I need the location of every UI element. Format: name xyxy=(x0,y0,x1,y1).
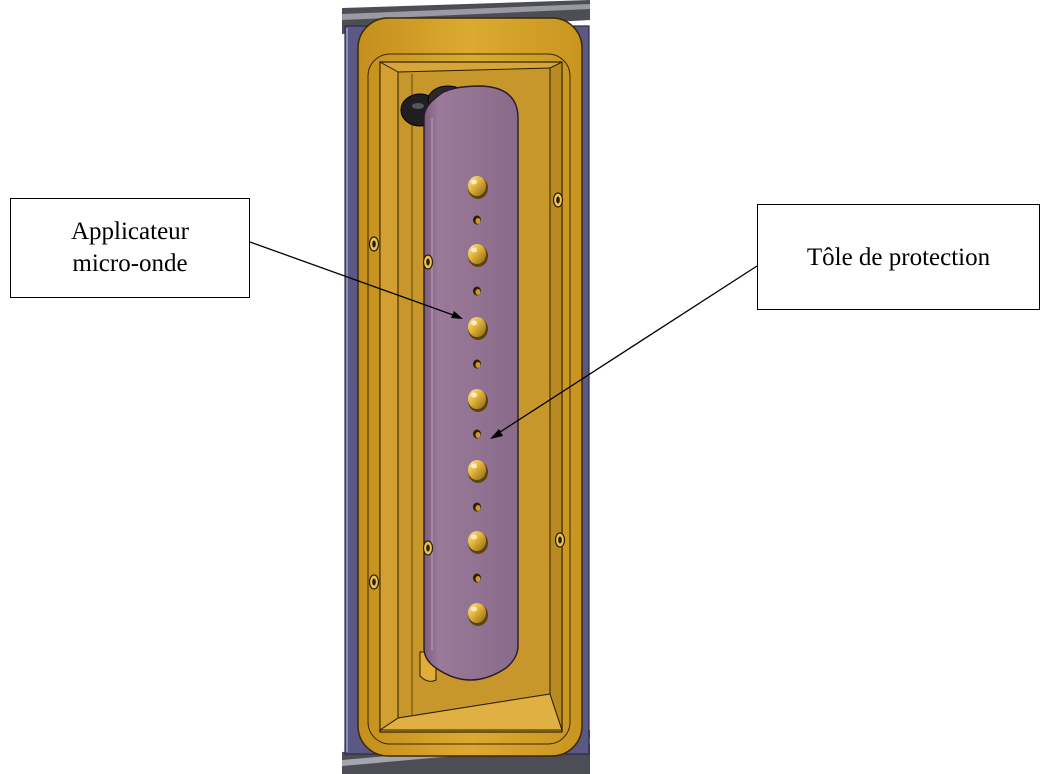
callout-applicator: Applicateur micro-onde xyxy=(10,198,250,298)
hole xyxy=(473,286,481,296)
bolt xyxy=(468,176,488,199)
hole xyxy=(473,502,481,512)
bolt xyxy=(468,317,488,340)
applicator-holes xyxy=(473,215,481,583)
hole xyxy=(473,573,481,583)
applicator-bolts xyxy=(468,176,488,626)
bolt xyxy=(468,531,488,554)
bolt xyxy=(468,460,488,483)
callout-protection-sheet-label: Tôle de protection xyxy=(806,244,991,271)
callout-applicator-line1: Applicateur xyxy=(70,218,189,245)
frame-screws xyxy=(368,192,566,590)
frame-screw xyxy=(368,574,380,590)
leader-applicateur xyxy=(249,241,463,319)
hole xyxy=(473,215,481,225)
frame-screw xyxy=(552,192,564,208)
leader-tole xyxy=(490,265,758,439)
applicator-bar xyxy=(423,85,519,681)
bolt xyxy=(468,244,488,267)
hole xyxy=(473,429,481,439)
frame-screw xyxy=(554,532,566,548)
frame-screw xyxy=(422,540,434,556)
hole xyxy=(473,359,481,369)
frame-screw xyxy=(422,254,434,270)
frame-screw xyxy=(368,236,380,252)
callout-protection-sheet: Tôle de protection xyxy=(757,204,1040,310)
bolt xyxy=(468,389,488,412)
callout-applicator-line2: micro-onde xyxy=(72,250,188,277)
bolt xyxy=(468,603,488,626)
